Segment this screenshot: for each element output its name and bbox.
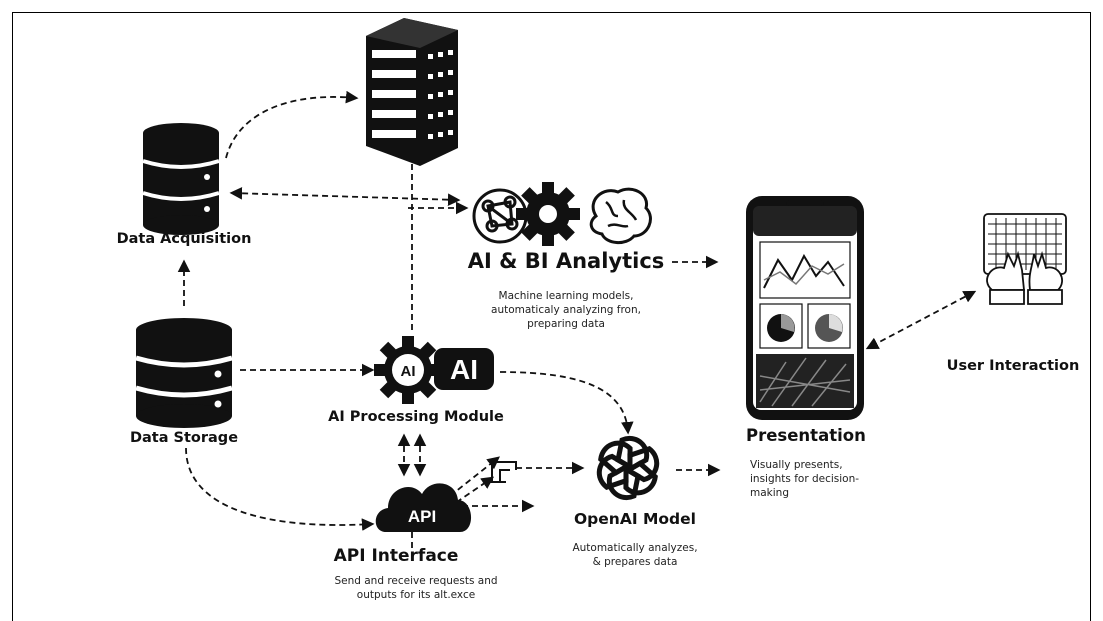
desc-line: Automatically analyzes, (572, 542, 698, 554)
smartphone-icon (746, 196, 864, 420)
ai-badge-text: AI (450, 354, 478, 385)
desc-line: Visually presents, (750, 459, 843, 471)
brain-icon (589, 187, 652, 244)
ai-processing-module-label: AI Processing Module (328, 409, 504, 425)
openai-logo-icon (596, 436, 660, 500)
api-interface-description: Send and receive requests and outputs fo… (296, 574, 536, 602)
arrow-api-to-router (449, 456, 500, 497)
desc-line: Send and receive requests and (334, 575, 498, 587)
api-badge-text: API (408, 507, 436, 526)
ai-badge: AI (434, 348, 494, 390)
arrow-analytics-to-acquisition (229, 187, 461, 206)
data-acquisition-label: Data Acquisition (116, 231, 252, 247)
ai-bi-analytics-title: AI & BI Analytics (467, 249, 665, 273)
presentation-description: Visually presents, insights for decision… (750, 458, 890, 500)
desc-line: preparing data (527, 318, 605, 330)
gear-icon (516, 182, 580, 246)
data-storage-label: Data Storage (129, 430, 239, 446)
keyboard-hands-icon (983, 213, 1067, 305)
ai-bi-analytics-description: Machine learning models, automaticaly an… (456, 289, 676, 331)
desc-line: insights for decision- (750, 473, 860, 485)
server-rack-icon (366, 18, 458, 166)
desc-line: & prepares data (592, 556, 678, 568)
desc-line: Machine learning models, (498, 290, 634, 302)
arrow-aiprocessing-to-openai (499, 371, 634, 435)
openai-model-description: Automatically analyzes, & prepares data (545, 541, 725, 569)
openai-model-label: OpenAI Model (574, 510, 696, 528)
desc-line: automaticaly analyzing fron, (491, 304, 641, 316)
cloud-icon: API (375, 483, 472, 532)
presentation-label: Presentation (746, 426, 866, 445)
arrow-acquisition-to-server (225, 90, 359, 159)
arrow-user-to-phone (865, 290, 977, 350)
desc-line: making (750, 487, 789, 499)
api-interface-label: API Interface (333, 546, 459, 566)
connectors (177, 90, 977, 548)
network-split-icon (488, 461, 517, 483)
diagram-frame (12, 12, 1091, 621)
desc-line: outputs for its alt.exce (356, 589, 476, 601)
database-icon (135, 318, 233, 428)
ai-gear-icon: AI (374, 336, 442, 404)
gear-ai-text: AI (401, 363, 416, 380)
database-icon (142, 123, 220, 235)
arrow-api-to-router-2 (447, 476, 495, 509)
arrow-storage-to-api (185, 447, 375, 531)
user-interaction-label: User Interaction (946, 358, 1080, 374)
